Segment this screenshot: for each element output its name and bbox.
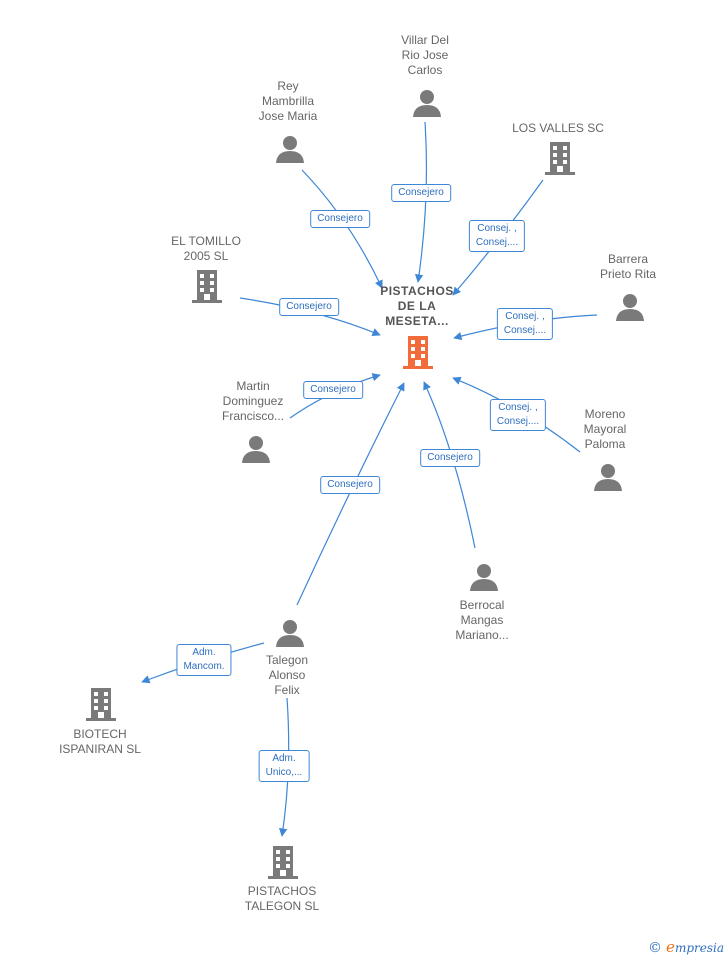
edge-label-berrocal[interactable]: Consejero: [420, 449, 480, 467]
building-icon[interactable]: [543, 140, 577, 176]
node-label-martin[interactable]: Martin Dominguez Francisco...: [221, 379, 285, 423]
edge-talegon: [296, 382, 405, 606]
copyright-icon: ©: [648, 940, 663, 956]
person-icon[interactable]: [275, 134, 305, 164]
edge-rey: [301, 169, 383, 289]
building-icon[interactable]: [401, 334, 435, 370]
node-label-losvalles[interactable]: LOS VALLES SC: [512, 121, 604, 135]
edge-label-martin[interactable]: Consejero: [303, 381, 363, 399]
edge-label-losvalles[interactable]: Consej. , Consej....: [468, 220, 526, 252]
node-label-berrocal[interactable]: Berrocal Mangas Mariano...: [455, 598, 509, 642]
building-icon[interactable]: [190, 268, 224, 304]
person-icon[interactable]: [241, 434, 271, 464]
node-label-villar[interactable]: Villar Del Rio Jose Carlos: [401, 33, 449, 77]
edge-label-talegon[interactable]: Consejero: [320, 476, 380, 494]
node-label-talegon[interactable]: Talegon Alonso Felix: [265, 653, 309, 697]
person-icon[interactable]: [275, 618, 305, 648]
node-label-moreno[interactable]: Moreno Mayoral Paloma: [583, 407, 627, 451]
building-icon[interactable]: [84, 686, 118, 722]
person-icon[interactable]: [593, 462, 623, 492]
brand-e-icon: e: [666, 938, 675, 956]
edge-label-moreno[interactable]: Consej. , Consej....: [489, 399, 547, 431]
edge-label-villar[interactable]: Consejero: [391, 184, 451, 202]
node-label-barrera[interactable]: Barrera Prieto Rita: [599, 252, 657, 281]
node-label-tomillo[interactable]: EL TOMILLO 2005 SL: [171, 234, 241, 263]
person-icon[interactable]: [615, 292, 645, 322]
edge-label-biotech[interactable]: Adm. Mancom.: [176, 644, 232, 676]
edge-label-pistachos-talegon[interactable]: Adm. Unico,...: [258, 750, 310, 782]
person-icon[interactable]: [412, 88, 442, 118]
center-company-label[interactable]: PISTACHOS DE LA MESETA...: [380, 284, 454, 328]
node-label-pistachos-talegon[interactable]: PISTACHOS TALEGON SL: [244, 884, 320, 913]
brand-name: mpresia: [674, 941, 724, 955]
edge-label-barrera[interactable]: Consej. , Consej....: [496, 308, 554, 340]
building-icon[interactable]: [266, 844, 300, 880]
person-icon[interactable]: [469, 562, 499, 592]
node-label-biotech[interactable]: BIOTECH ISPANIRAN SL: [59, 727, 141, 756]
node-label-rey[interactable]: Rey Mambrilla Jose Maria: [258, 79, 318, 123]
edge-label-rey[interactable]: Consejero: [310, 210, 370, 228]
brand-logo: ©empresia: [648, 938, 724, 956]
edge-villar: [414, 121, 428, 283]
edge-label-tomillo[interactable]: Consejero: [279, 298, 339, 316]
